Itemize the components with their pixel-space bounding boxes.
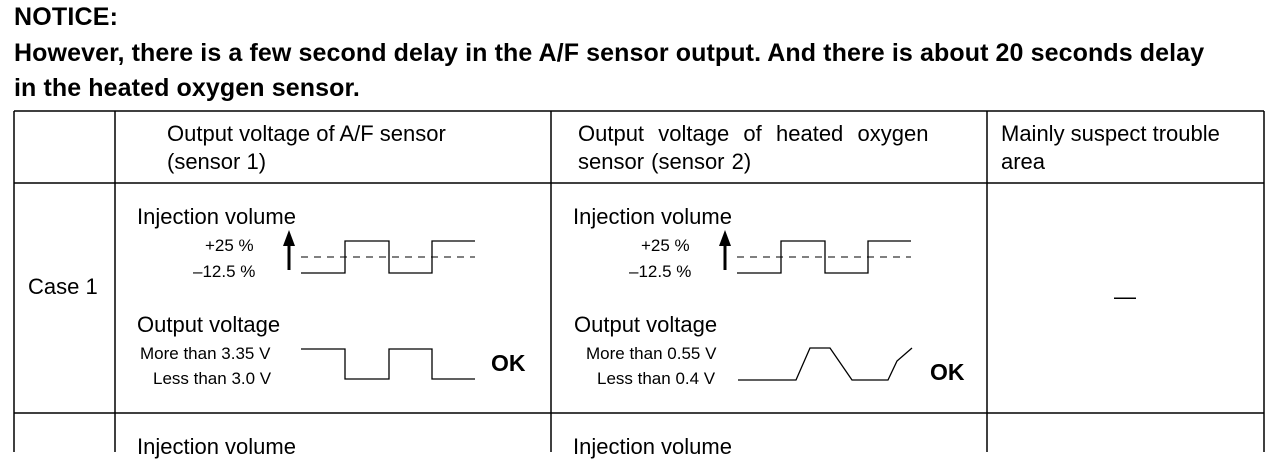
- af-output-high: More than 3.35 V: [140, 344, 271, 363]
- ho-injection-title-row-2: Injection volume: [573, 434, 732, 459]
- notice-title: NOTICE:: [14, 3, 119, 31]
- notice-body: However, there is a few second delay in …: [14, 36, 1276, 106]
- header-ho-line-1: Output voltage of heated oxygen: [578, 121, 929, 146]
- af-result: OK: [491, 350, 526, 376]
- af-injection-waveform: [283, 230, 475, 274]
- notice-body-line-1: However, there is a few second delay in …: [14, 39, 1205, 67]
- notice-body-line-2: in the heated oxygen sensor.: [14, 74, 360, 102]
- ho-output-waveform: [738, 347, 913, 381]
- header-af-line-2: (sensor 1): [167, 149, 267, 174]
- header-ho-sensor: Output voltage of heated oxygen sensor (…: [578, 120, 928, 176]
- ho-result: OK: [930, 359, 965, 385]
- ho-output-title: Output voltage: [574, 312, 718, 337]
- case-label: Case 1: [28, 274, 98, 299]
- ho-increase-arrow-icon: [719, 230, 731, 246]
- af-injection-high: +25 %: [205, 236, 254, 255]
- af-output-low: Less than 3.0 V: [153, 369, 272, 388]
- af-injection-title: Injection volume: [137, 204, 296, 229]
- header-af-sensor: Output voltage of A/F sensor (sensor 1): [167, 120, 446, 176]
- af-injection-title-row-2: Injection volume: [137, 434, 296, 459]
- header-trouble-line-2: area: [1001, 149, 1046, 174]
- ho-output-high: More than 0.55 V: [586, 344, 717, 363]
- af-injection-low: –12.5 %: [193, 262, 256, 281]
- ho-injection-waveform: [719, 230, 911, 274]
- af-increase-arrow-icon: [283, 230, 295, 246]
- header-trouble-line-1: Mainly suspect trouble: [1001, 121, 1220, 146]
- af-output-title: Output voltage: [137, 312, 281, 337]
- ho-injection-high: +25 %: [641, 236, 690, 255]
- header-trouble-area: Mainly suspect trouble area: [1001, 120, 1220, 176]
- af-output-waveform: [301, 348, 475, 380]
- trouble-area-value: —: [1114, 284, 1136, 309]
- ho-output-low: Less than 0.4 V: [597, 369, 716, 388]
- ho-injection-low: –12.5 %: [629, 262, 692, 281]
- header-ho-line-2: sensor (sensor 2): [578, 149, 752, 174]
- header-af-line-1: Output voltage of A/F sensor: [167, 121, 446, 146]
- ho-injection-title: Injection volume: [573, 204, 732, 229]
